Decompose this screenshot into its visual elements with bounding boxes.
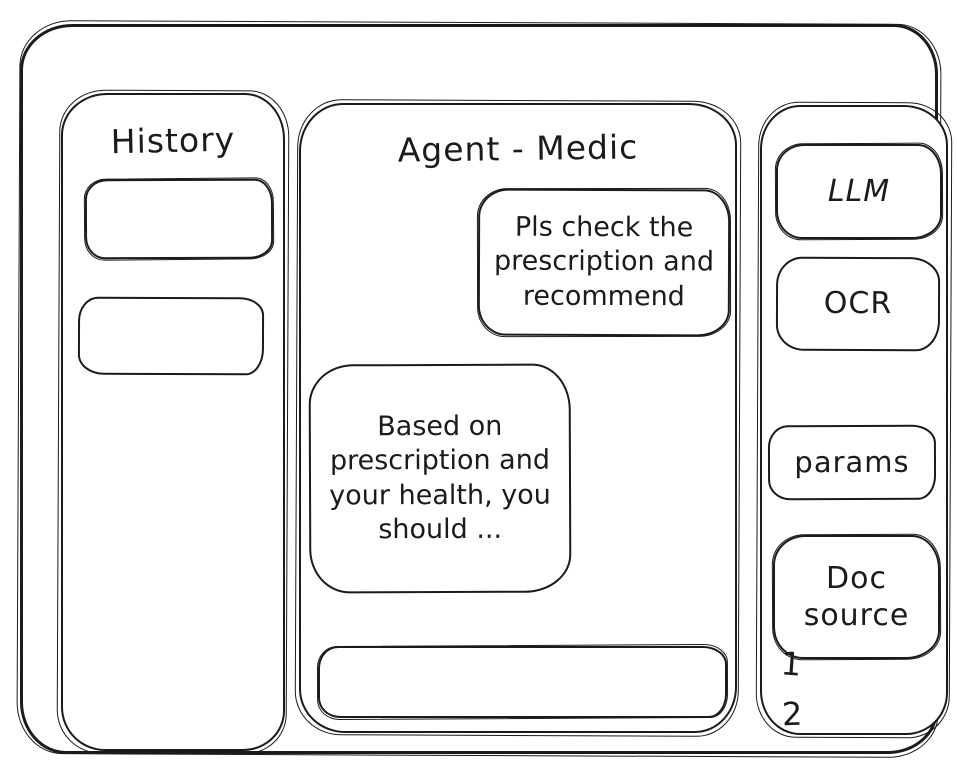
llm-button[interactable]: LLM — [776, 144, 942, 239]
doc-source-list-item[interactable]: 2 — [781, 694, 804, 734]
history-title: History — [110, 119, 236, 162]
assistant-message-text: Based on prescription and your health, y… — [329, 410, 551, 545]
doc-source-button[interactable]: Doc source — [773, 535, 940, 659]
doc-source-list-item[interactable]: 1 — [779, 644, 803, 684]
ocr-button[interactable]: OCR — [775, 256, 941, 352]
window-frame: History Agent - Medic Pls check the pres… — [20, 24, 948, 754]
params-button[interactable]: params — [767, 424, 937, 501]
user-message-bubble: Pls check the prescription and recommend — [477, 188, 731, 337]
assistant-message-bubble: Based on prescription and your health, y… — [308, 363, 572, 594]
message-input-box[interactable] — [318, 646, 727, 718]
history-item[interactable] — [77, 296, 265, 376]
message-input[interactable] — [320, 648, 725, 716]
user-message-text: Pls check the prescription and recommend — [493, 211, 715, 312]
chat-title: Agent - Medic — [397, 127, 639, 170]
tools-panel: LLM OCR params Doc source 1 2 — [760, 105, 948, 735]
history-item[interactable] — [84, 178, 274, 260]
history-panel: History — [61, 93, 285, 751]
chat-panel: Agent - Medic Pls check the prescription… — [299, 103, 737, 733]
